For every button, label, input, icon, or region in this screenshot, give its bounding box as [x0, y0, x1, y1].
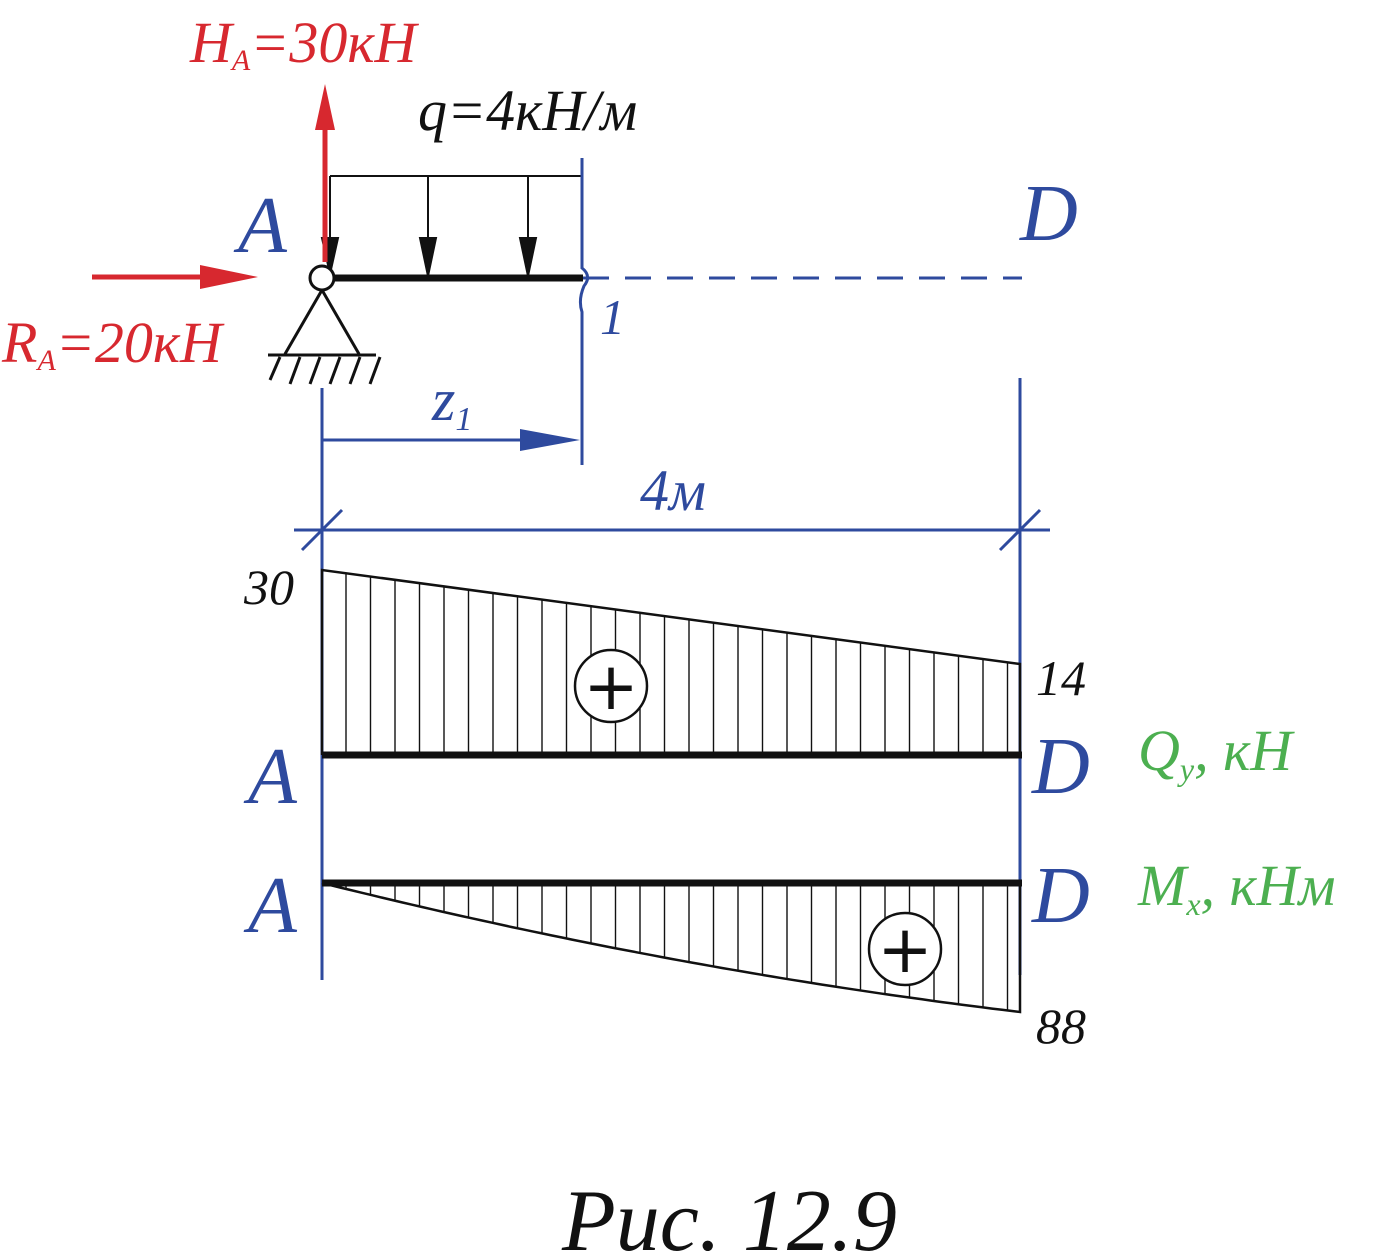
moment-sign-circle [867, 911, 943, 987]
shear-value-d: 14 [1036, 650, 1086, 706]
moment-diagram [321, 879, 1022, 1014]
reaction-ra-label: RA=20кН [1, 310, 225, 377]
point-d-moment: D [1031, 852, 1090, 940]
point-a-scheme: A [233, 182, 288, 270]
point-d-scheme: D [1019, 170, 1078, 258]
z1-label: z1 [431, 367, 472, 438]
point-a-shear: A [243, 733, 298, 821]
shear-value-a: 30 [243, 559, 294, 615]
load-label: q=4кН/м [418, 78, 637, 143]
pinned-support [268, 264, 382, 385]
moment-value-d: 88 [1036, 998, 1086, 1054]
distributed-load [320, 175, 582, 277]
reaction-ha-label: HA=30кН [189, 10, 419, 77]
reaction-ha-arrow [315, 84, 335, 262]
shear-hatching [345, 573, 1009, 755]
span-dimension-label: 4м [640, 458, 706, 523]
beam-scheme [92, 84, 1050, 980]
point-a-moment: A [243, 862, 298, 950]
moment-sign: + [877, 911, 932, 988]
shear-outline [320, 568, 1022, 755]
moment-outline [321, 881, 1022, 1014]
shear-diagram-title: Qy, кН [1138, 718, 1295, 787]
section-cut-line [578, 158, 589, 465]
shear-sign-circle [573, 648, 649, 724]
point-d-shear: D [1031, 723, 1090, 811]
shear-sign: + [583, 648, 638, 725]
figure-caption: Рис. 12.9 [561, 1173, 897, 1256]
moment-diagram-title: Mx, кНм [1137, 853, 1336, 922]
reaction-ra-arrow [92, 265, 258, 289]
section-number: 1 [600, 289, 625, 345]
shear-diagram [320, 568, 1022, 759]
